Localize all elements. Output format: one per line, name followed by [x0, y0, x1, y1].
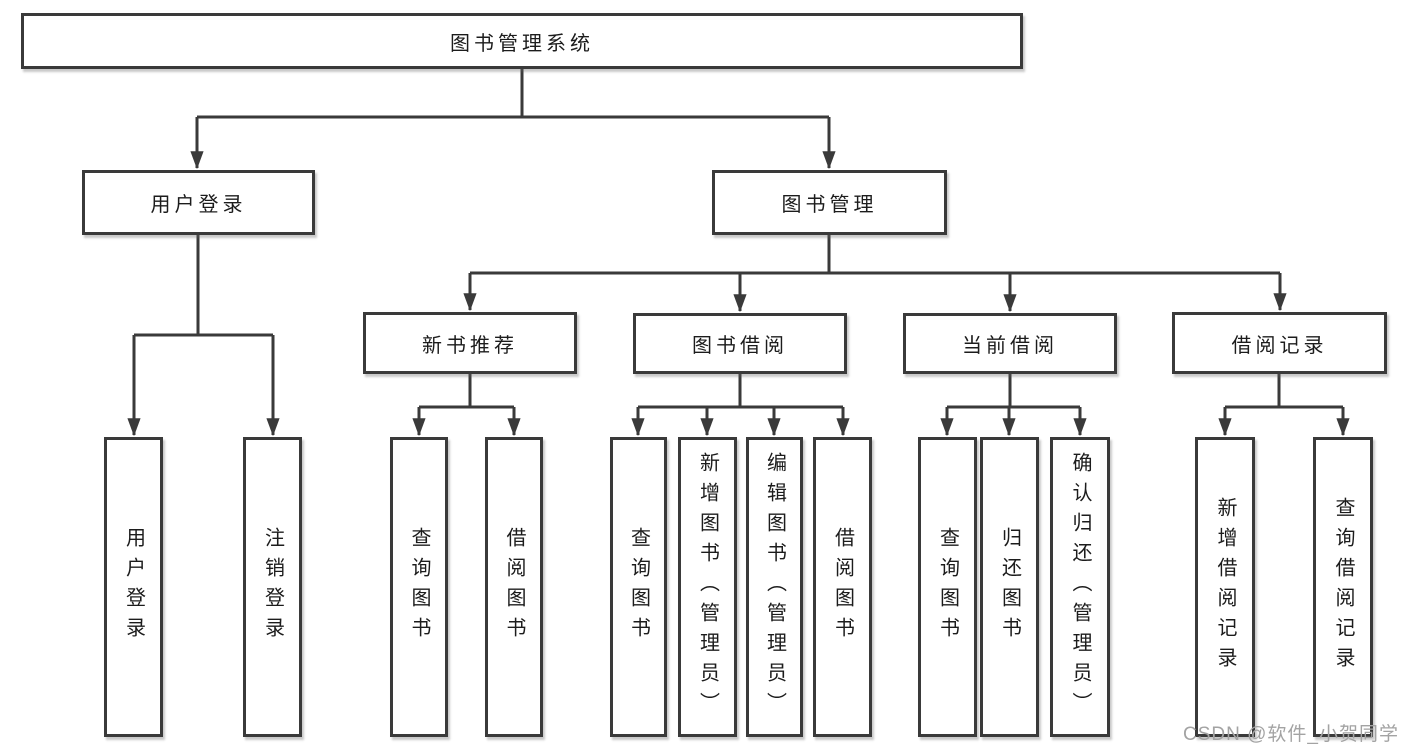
leaf-user-login-label: 用户登录	[122, 527, 145, 647]
leaf-recommend-borrow-books: 借阅图书	[485, 437, 543, 737]
leaf-recommend-query-books-label: 查询图书	[408, 527, 430, 647]
leaf-current-query-books-label: 查询图书	[936, 527, 959, 647]
leaf-borrow-edit-books-admin: 编辑图书（管理员）	[746, 437, 803, 737]
node-book-management: 图书管理	[712, 170, 947, 235]
leaf-borrow-query-books: 查询图书	[610, 437, 667, 737]
leaf-borrow-add-books-admin: 新增图书（管理员）	[678, 437, 737, 737]
csdn-watermark: CSDN @软件_小贺同学	[1183, 724, 1399, 745]
node-new-book-recommend: 新书推荐	[363, 312, 577, 374]
node-user-login-label: 用户登录	[150, 194, 247, 216]
node-current-borrow-label: 当前借阅	[962, 335, 1058, 357]
leaf-borrow-edit-books-admin-label: 编辑图书（管理员）	[763, 452, 786, 722]
leaf-logout-label: 注销登录	[261, 527, 284, 647]
leaf-records-add-borrow-record-label: 新增借阅记录	[1214, 497, 1236, 677]
leaf-current-confirm-return-admin: 确认归还（管理员）	[1050, 437, 1110, 737]
node-current-borrow: 当前借阅	[903, 313, 1117, 374]
node-borrow-records-label: 借阅记录	[1231, 334, 1328, 357]
leaf-borrow-borrow-books-label: 借阅图书	[831, 527, 854, 647]
leaf-current-confirm-return-admin-label: 确认归还（管理员）	[1069, 452, 1091, 722]
node-borrow-records: 借阅记录	[1172, 312, 1387, 374]
node-new-book-recommend-label: 新书推荐	[422, 334, 518, 357]
leaf-records-add-borrow-record: 新增借阅记录	[1195, 437, 1255, 737]
leaf-recommend-borrow-books-label: 借阅图书	[503, 527, 525, 647]
leaf-current-query-books: 查询图书	[918, 437, 977, 737]
node-book-borrow-label: 图书借阅	[692, 335, 788, 357]
node-user-login: 用户登录	[82, 170, 315, 235]
leaf-borrow-add-books-admin-label: 新增图书（管理员）	[696, 452, 719, 722]
leaf-records-query-borrow-record-label: 查询借阅记录	[1332, 497, 1354, 677]
node-book-borrow: 图书借阅	[633, 313, 847, 374]
leaf-records-query-borrow-record: 查询借阅记录	[1313, 437, 1373, 737]
leaf-current-return-books-label: 归还图书	[998, 527, 1021, 647]
node-book-management-label: 图书管理	[781, 194, 878, 216]
leaf-recommend-query-books: 查询图书	[390, 437, 448, 737]
node-root: 图书管理系统	[21, 13, 1023, 69]
leaf-borrow-query-books-label: 查询图书	[627, 527, 650, 647]
leaf-user-login: 用户登录	[104, 437, 163, 737]
leaf-borrow-borrow-books: 借阅图书	[813, 437, 872, 737]
node-root-label: 图书管理系统	[450, 32, 594, 55]
leaf-current-return-books: 归还图书	[980, 437, 1039, 737]
leaf-logout: 注销登录	[243, 437, 302, 737]
